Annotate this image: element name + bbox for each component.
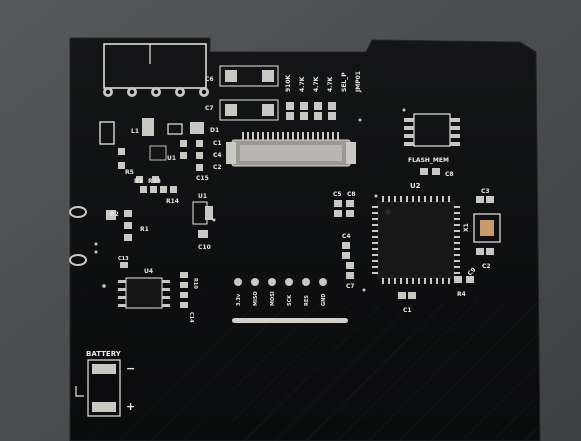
label-r1: R1 (140, 226, 149, 233)
cap-c10 (198, 230, 208, 238)
label-c2: C2 (482, 263, 491, 270)
prog-header-labels: 3.3v MISO MOSI SCK RES GND (236, 291, 327, 306)
label-r10: R10 (192, 278, 198, 289)
label-c5: C5 (333, 191, 342, 198)
label-c15: C15 (196, 175, 209, 182)
label-r13: R13 (148, 178, 161, 185)
label-c3: C3 (481, 188, 490, 195)
connector-label-sel: SEL_P (341, 72, 348, 92)
capacitor-c6 (219, 65, 279, 87)
battery-label: BATTERY (86, 350, 122, 358)
crystal-x1 (473, 213, 501, 243)
resistor-value-2: 4.7K (299, 76, 306, 92)
regulator-u1-small (149, 145, 167, 161)
label-d1: D1 (210, 127, 219, 134)
label-c1: C1 (403, 307, 412, 314)
header-holes (103, 87, 209, 97)
vias (94, 108, 406, 292)
edge-holes (69, 206, 87, 266)
trace-pattern (230, 300, 540, 441)
small-caps-left (118, 148, 159, 183)
label-u4: U4 (144, 268, 153, 275)
pin-label-gnd: GND (321, 294, 327, 306)
connector-label-jmp: JMP01 (355, 71, 362, 93)
resistor-pad-row (286, 102, 336, 120)
label-r3: R3 (134, 178, 143, 185)
label-u2: U2 (410, 182, 421, 190)
trace-pattern-2 (80, 290, 230, 441)
label-c6: C6 (205, 76, 214, 83)
pin-label-3v3: 3.3v (236, 293, 242, 306)
pin-label-res: RES (304, 295, 310, 306)
pin-label-sck: SCK (287, 294, 293, 306)
cap-c13 (120, 262, 128, 268)
label-u1-left: U1 (167, 155, 176, 162)
label-c4-top: C4 (213, 152, 222, 159)
label-x1: X1 (463, 223, 470, 232)
label-r2: R2 (110, 211, 119, 218)
label-u1: U1 (198, 193, 207, 200)
small-caps-top (180, 140, 203, 171)
pin-label-miso: MISO (253, 291, 259, 306)
label-flash-mem: FLASH_MEM (408, 157, 449, 164)
label-l1: L1 (131, 128, 139, 135)
label-c8: C8 (347, 191, 356, 198)
mcu-caps (334, 168, 494, 299)
mcu-pins (372, 196, 460, 284)
fpc-connector (226, 132, 356, 167)
battery-holder (75, 359, 121, 417)
pin-label-mosi: MOSI (270, 291, 276, 306)
chip-u4 (118, 277, 170, 309)
label-r14: R14 (166, 198, 179, 205)
header-slot (232, 318, 348, 323)
resistor-value-3: 4.7K (313, 76, 320, 92)
capacitor-c7 (219, 99, 279, 121)
label-c8-flash: C8 (445, 171, 454, 178)
label-c7-bottom: C7 (346, 283, 355, 290)
label-c4: C4 (342, 233, 351, 240)
resistor-values: 910K 4.7K 4.7K 4.7K SEL_P JMP01 (285, 71, 362, 93)
battery-minus: − (126, 362, 135, 375)
resistor-row-r14 (140, 186, 177, 193)
resistor-value-1: 910K (285, 74, 292, 92)
diode-d1 (167, 122, 204, 135)
prog-header-pads (234, 278, 327, 286)
label-c7: C7 (205, 105, 214, 112)
inductor-l1 (99, 118, 154, 145)
resistors-r10-c14 (180, 272, 188, 308)
mcu-u2 (372, 196, 460, 284)
label-c14: C14 (188, 312, 194, 323)
label-r5: R5 (125, 169, 134, 176)
resistor-r2-r1 (106, 210, 132, 241)
label-r4: R4 (457, 291, 466, 298)
resistor-value-4: 4.7K (327, 76, 334, 92)
label-c10: C10 (198, 244, 211, 251)
flash-mem-footprint (404, 113, 460, 147)
battery-plus: + (126, 400, 135, 413)
label-c2-top: C2 (213, 164, 222, 171)
regulator-u1 (192, 201, 213, 225)
label-c13: C13 (118, 256, 129, 262)
label-c1-top: C1 (213, 140, 222, 147)
label-c9: C9 (466, 266, 477, 277)
